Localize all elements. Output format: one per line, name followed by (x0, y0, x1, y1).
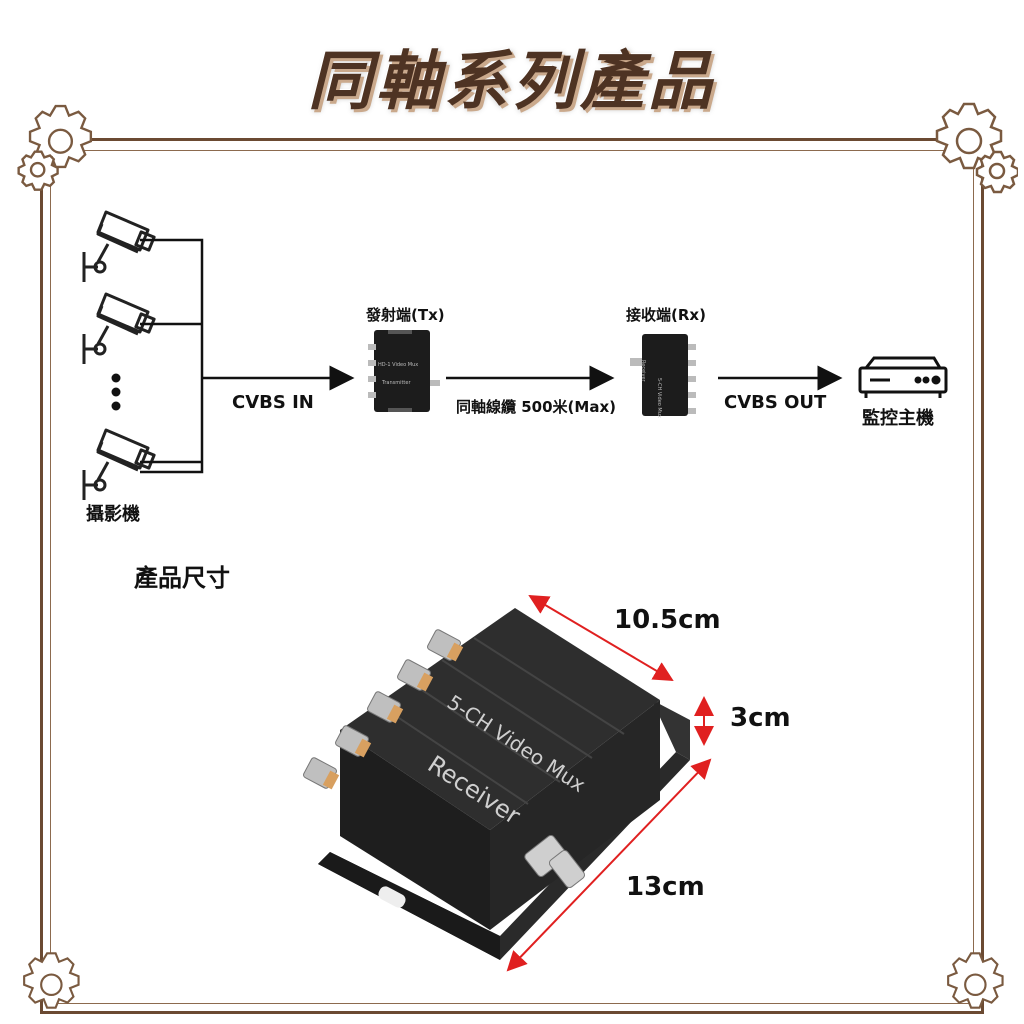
width-dimension-arrow (506, 758, 712, 972)
receiver-product (303, 608, 690, 960)
outer-frame (40, 138, 984, 1014)
dvr-icon (858, 356, 948, 398)
camera-icon (82, 428, 156, 502)
length-dimension-arrow (528, 594, 674, 682)
cable-label: 同軸線纜 500米(Max) (456, 398, 616, 416)
camera-icon (82, 210, 156, 284)
input-bracket (140, 238, 204, 474)
receiver-device (630, 334, 696, 416)
gear-icon (23, 952, 80, 1009)
page-title: 同軸系列產品 (308, 45, 716, 119)
cvbs-in-label: CVBS IN (232, 392, 314, 413)
receiver-label: 接收端(Rx) (626, 306, 706, 324)
gear-icon (17, 104, 93, 191)
camera-icon (82, 292, 156, 366)
receiver-model-text: 5-CH Video Mux (656, 378, 662, 418)
ellipsis-dot (111, 373, 121, 383)
width-label: 13cm (626, 872, 705, 902)
dimensions-title: 產品尺寸 (134, 564, 230, 592)
ellipsis-dot (111, 387, 121, 397)
gear-icon (935, 102, 1018, 194)
ellipsis-dot (111, 401, 121, 411)
gear-icon (947, 952, 1004, 1009)
height-label: 3cm (730, 703, 791, 733)
cvbs-out-label: CVBS OUT (724, 392, 827, 413)
transmitter-label: 發射端(Tx) (366, 306, 445, 324)
transmitter-model-text: HD-1 Video Mux (378, 362, 419, 368)
transmitter-role-text: Transmitter (382, 380, 411, 386)
host-label: 監控主機 (862, 408, 934, 429)
length-label: 10.5cm (614, 605, 721, 635)
camera-label: 攝影機 (86, 504, 140, 525)
inner-frame (50, 150, 974, 1004)
receiver-role-text: Receiver (640, 360, 646, 382)
transmitter-device (368, 330, 440, 412)
